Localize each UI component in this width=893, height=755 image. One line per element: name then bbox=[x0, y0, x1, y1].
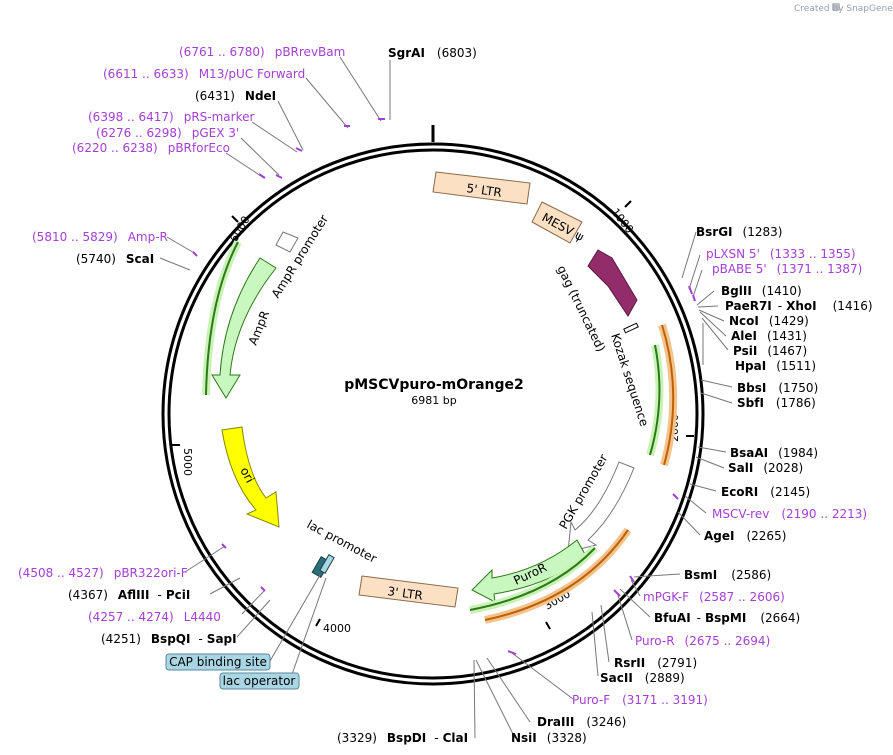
svg-text:(5740)ScaI: (5740)ScaI bbox=[76, 252, 154, 266]
svg-text:NsiI(3328): NsiI(3328) bbox=[511, 731, 587, 745]
svg-text:(6611 .. 6633)M13/pUC Forward: (6611 .. 6633)M13/pUC Forward bbox=[103, 67, 305, 81]
svg-text:(6220 .. 6238)pBRforEco: (6220 .. 6238)pBRforEco bbox=[72, 141, 230, 155]
svg-text:BbsI(1750): BbsI(1750) bbox=[737, 381, 818, 395]
svg-text:AmpR: AmpR bbox=[246, 309, 272, 347]
svg-text:SbfI(1786): SbfI(1786) bbox=[737, 396, 816, 410]
svg-text:SalI(2028): SalI(2028) bbox=[728, 461, 803, 475]
feature-ampr-promoter: AmpR promoter bbox=[269, 212, 331, 300]
svg-text:lac promoter: lac promoter bbox=[305, 517, 379, 565]
svg-text:lac operator: lac operator bbox=[223, 674, 296, 688]
svg-text:SgrAI(6803): SgrAI(6803) bbox=[388, 46, 477, 60]
svg-text:3' LTR: 3' LTR bbox=[387, 584, 424, 603]
svg-text:BsrGI(1283): BsrGI(1283) bbox=[696, 225, 782, 239]
backbone bbox=[161, 125, 705, 686]
credit-text: Created by SnapGene bbox=[794, 4, 893, 14]
svg-text:HpaI(1511): HpaI(1511) bbox=[735, 359, 816, 373]
svg-text:BglII(1410): BglII(1410) bbox=[721, 284, 802, 298]
svg-text:mPGK-F(2587 .. 2606): mPGK-F(2587 .. 2606) bbox=[643, 590, 785, 604]
right-site-labels: BsrGI(1283) pLXSN 5'(1333 .. 1355) pBABE… bbox=[337, 225, 873, 745]
svg-text:NcoI(1429): NcoI(1429) bbox=[729, 314, 809, 328]
feature-5-ltr: 5' LTR bbox=[432, 171, 531, 205]
svg-text:(6431)NdeI: (6431)NdeI bbox=[195, 89, 276, 103]
svg-text:(4251)BspQI-SapI: (4251)BspQI-SapI bbox=[101, 632, 237, 646]
svg-text:AmpR promoter: AmpR promoter bbox=[269, 212, 331, 300]
svg-text:AgeI(2265): AgeI(2265) bbox=[704, 529, 786, 543]
left-leaders bbox=[159, 56, 391, 681]
svg-text:(6761 .. 6780)pBRrevBam: (6761 .. 6780)pBRrevBam bbox=[179, 45, 345, 59]
left-site-labels: SgrAI(6803) (6761 .. 6780)pBRrevBam (661… bbox=[18, 45, 477, 646]
plasmid-length: 6981 bp bbox=[411, 394, 456, 407]
svg-text:BsmI(2586): BsmI(2586) bbox=[684, 568, 771, 582]
tick-label: 5000 bbox=[181, 448, 194, 476]
svg-text:(3329)BspDI-ClaI: (3329)BspDI-ClaI bbox=[337, 731, 468, 745]
svg-text:Puro-F(3171 .. 3191): Puro-F(3171 .. 3191) bbox=[572, 693, 708, 707]
svg-text:(6398 .. 6417)pRS-marker: (6398 .. 6417)pRS-marker bbox=[88, 110, 254, 124]
svg-text:ori: ori bbox=[237, 465, 257, 485]
svg-text:PaeR7I-XhoI(1416): PaeR7I-XhoI(1416) bbox=[725, 299, 873, 313]
plasmid-name: pMSCVpuro-mOrange2 bbox=[344, 377, 524, 393]
primer-marks bbox=[192, 118, 696, 655]
svg-text:BsaAI(1984): BsaAI(1984) bbox=[730, 446, 818, 460]
svg-text:EcoRI(2145): EcoRI(2145) bbox=[721, 485, 810, 499]
feature-mesv: MESV ψ bbox=[531, 201, 586, 244]
svg-text:(4508 .. 4527)pBR322ori-F: (4508 .. 4527)pBR322ori-F bbox=[18, 566, 188, 580]
tag-lac-operator: lac operator bbox=[219, 672, 300, 690]
svg-text:(4367)AflIII-PciI: (4367)AflIII-PciI bbox=[68, 588, 190, 602]
svg-text:(5810 .. 5829)Amp-R: (5810 .. 5829)Amp-R bbox=[32, 230, 168, 244]
feature-kozak: Kozak sequence bbox=[608, 322, 651, 428]
svg-text:pBABE 5'(1371 .. 1387): pBABE 5'(1371 .. 1387) bbox=[712, 262, 862, 276]
svg-text:(4257 .. 4274)L4440: (4257 .. 4274)L4440 bbox=[88, 610, 221, 624]
tick-label: 4000 bbox=[323, 622, 351, 635]
svg-text:AleI(1431): AleI(1431) bbox=[731, 329, 807, 343]
svg-text:Puro-R(2675 .. 2694): Puro-R(2675 .. 2694) bbox=[635, 634, 770, 648]
right-leaders bbox=[473, 231, 733, 739]
tag-cap-binding-site: CAP binding site bbox=[165, 653, 271, 671]
svg-text:Kozak sequence: Kozak sequence bbox=[608, 332, 651, 428]
feature-ori: ori bbox=[221, 426, 280, 528]
svg-text:RsrII(2791): RsrII(2791) bbox=[614, 656, 697, 670]
svg-text:MSCV-rev(2190 .. 2213): MSCV-rev(2190 .. 2213) bbox=[712, 507, 867, 521]
svg-text:CAP binding site: CAP binding site bbox=[169, 655, 267, 669]
svg-text:(6276 .. 6298)pGEX 3': (6276 .. 6298)pGEX 3' bbox=[96, 126, 239, 140]
svg-text:pLXSN 5'(1333 .. 1355): pLXSN 5'(1333 .. 1355) bbox=[706, 247, 856, 261]
svg-text:SacII(2889): SacII(2889) bbox=[600, 671, 685, 685]
feature-lac-promoter: lac promoter bbox=[305, 517, 379, 578]
feature-3-ltr: 3' LTR bbox=[358, 575, 459, 608]
svg-text:PsiI(1467): PsiI(1467) bbox=[733, 344, 807, 358]
snapgene-logo-icon bbox=[832, 3, 840, 11]
tick-label: 6000 bbox=[227, 214, 252, 245]
svg-text:5' LTR: 5' LTR bbox=[466, 181, 503, 200]
svg-text:DraIII(3246): DraIII(3246) bbox=[537, 715, 626, 729]
svg-text:BfuAI-BspMI(2664): BfuAI-BspMI(2664) bbox=[654, 611, 800, 625]
